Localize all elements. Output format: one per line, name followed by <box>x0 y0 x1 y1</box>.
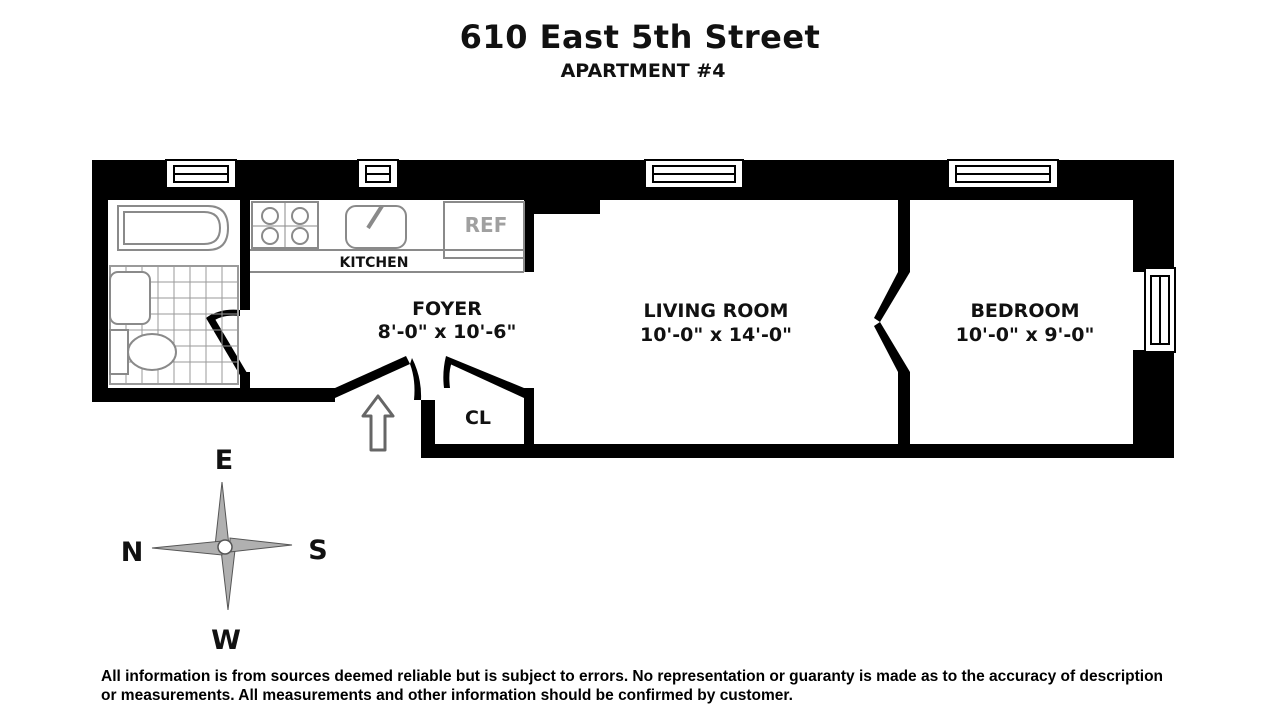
bathtub-inner <box>123 211 222 245</box>
compass-rose-icon: E N S W <box>121 445 328 656</box>
bath-door-leaf <box>206 314 250 382</box>
wall-bottom <box>421 444 1174 458</box>
wall-bottom-left <box>92 388 335 402</box>
walls <box>92 160 1174 458</box>
compass-west: W <box>211 625 241 656</box>
compass-east: E <box>215 445 233 476</box>
windows <box>165 159 1176 353</box>
living-room-label: LIVING ROOM <box>644 300 789 322</box>
bathtub-icon <box>117 205 230 251</box>
apartment-number: APARTMENT #4 <box>560 60 726 82</box>
toilet-tank <box>109 329 129 375</box>
window-4 <box>947 159 1059 189</box>
compass-south: S <box>308 535 327 566</box>
wall-right-bottom <box>1133 350 1174 458</box>
fixtures <box>109 201 525 385</box>
bedroom-dims: 10'-0" x 9'-0" <box>956 324 1095 346</box>
bifold-door-bottom <box>874 322 910 372</box>
wall-closet-right <box>524 388 534 448</box>
entry-door-leaf-right <box>446 356 524 398</box>
kitchen-sink-icon <box>345 204 407 249</box>
stove-icon <box>251 201 319 249</box>
wall-bath-partition <box>240 200 250 310</box>
closet-label: CL <box>465 407 491 429</box>
wall-kitchen-right <box>524 200 534 272</box>
wall-right-top <box>1133 160 1174 272</box>
ref-label: REF <box>465 213 508 237</box>
wall-partition-bottom <box>898 372 910 450</box>
window-2 <box>357 159 399 189</box>
bedroom-label: BEDROOM <box>970 300 1079 322</box>
wall-left <box>92 160 108 402</box>
living-room-dims: 10'-0" x 14'-0" <box>640 324 792 346</box>
foyer-label: FOYER <box>412 298 482 320</box>
page-title: 610 East 5th Street <box>459 18 821 56</box>
window-1 <box>165 159 237 189</box>
closet-door-jamb <box>443 356 452 388</box>
wall-kitchen-top <box>524 200 600 214</box>
toilet-icon <box>127 333 177 371</box>
room-labels: KITCHEN REF FOYER 8'-0" x 10'-6" LIVING … <box>340 213 1095 429</box>
foyer-dims: 8'-0" x 10'-6" <box>378 321 517 343</box>
wall-closet-left <box>421 400 435 458</box>
entry-door-leaf-left <box>335 356 410 398</box>
wall-partition-top <box>898 200 910 272</box>
bath-door-swing <box>206 309 240 322</box>
bifold-door-top <box>874 272 910 322</box>
kitchen-label: KITCHEN <box>340 255 409 271</box>
window-3 <box>644 159 744 189</box>
disclaimer-text: All information is from sources deemed r… <box>101 668 1164 704</box>
entrance-arrow-icon <box>361 394 395 452</box>
refrigerator-icon <box>443 201 525 259</box>
entry-door-jamb <box>410 358 422 400</box>
compass-north: N <box>121 537 144 568</box>
window-5 <box>1144 267 1176 353</box>
vanity-sink-icon <box>109 271 151 325</box>
